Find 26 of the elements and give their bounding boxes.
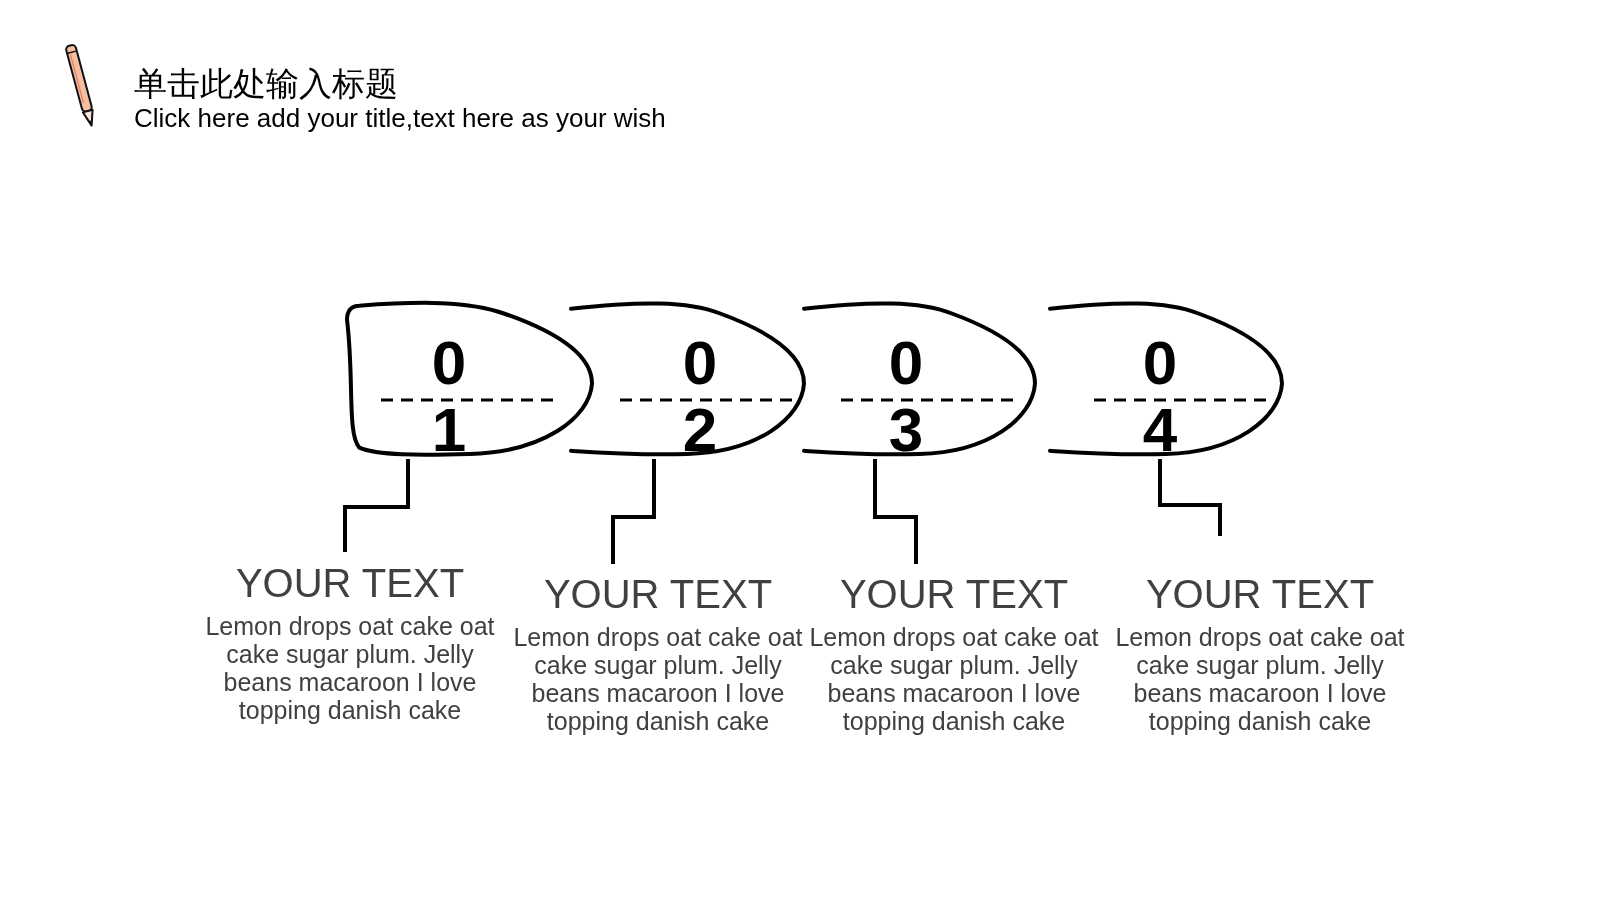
- slide-subtitle: Click here add your title,text here as your wish: [134, 103, 666, 134]
- step-number: 2: [682, 404, 718, 457]
- slide-title: 单击此处输入标题: [134, 64, 398, 104]
- bullet-shape: [1048, 299, 1284, 459]
- step-number: 0: [888, 337, 924, 390]
- step-heading: YOUR TEXT: [543, 571, 773, 617]
- step-number: 0: [431, 337, 467, 390]
- step-number: 0: [1142, 337, 1178, 390]
- bullet-shape: [345, 299, 594, 459]
- leader-line: [873, 459, 918, 564]
- step-heading: YOUR TEXT: [235, 560, 465, 606]
- leader-line: [611, 459, 656, 564]
- leader-line: [343, 459, 410, 552]
- bullet-shape: [802, 299, 1037, 459]
- step-description: Lemon drops oat cake oat cake sugar plum. Jelly beans macaroon I love topping danish cake: [808, 623, 1100, 735]
- step-number: 3: [888, 404, 924, 457]
- step-description: Lemon drops oat cake oat cake sugar plum. Jelly beans macaroon I love topping danish cake: [512, 623, 804, 735]
- leader-line: [1158, 459, 1222, 536]
- step-heading: YOUR TEXT: [839, 571, 1069, 617]
- step-heading: YOUR TEXT: [1145, 571, 1375, 617]
- step-description: Lemon drops oat cake oat cake sugar plum. Jelly beans macaroon I love topping danish cake: [204, 612, 496, 724]
- bullet-shape: [569, 299, 806, 459]
- step-description: Lemon drops oat cake oat cake sugar plum. Jelly beans macaroon I love topping danish cake: [1114, 623, 1406, 735]
- step-number: 0: [682, 337, 718, 390]
- step-number: 4: [1142, 404, 1178, 457]
- step-number: 1: [431, 404, 467, 457]
